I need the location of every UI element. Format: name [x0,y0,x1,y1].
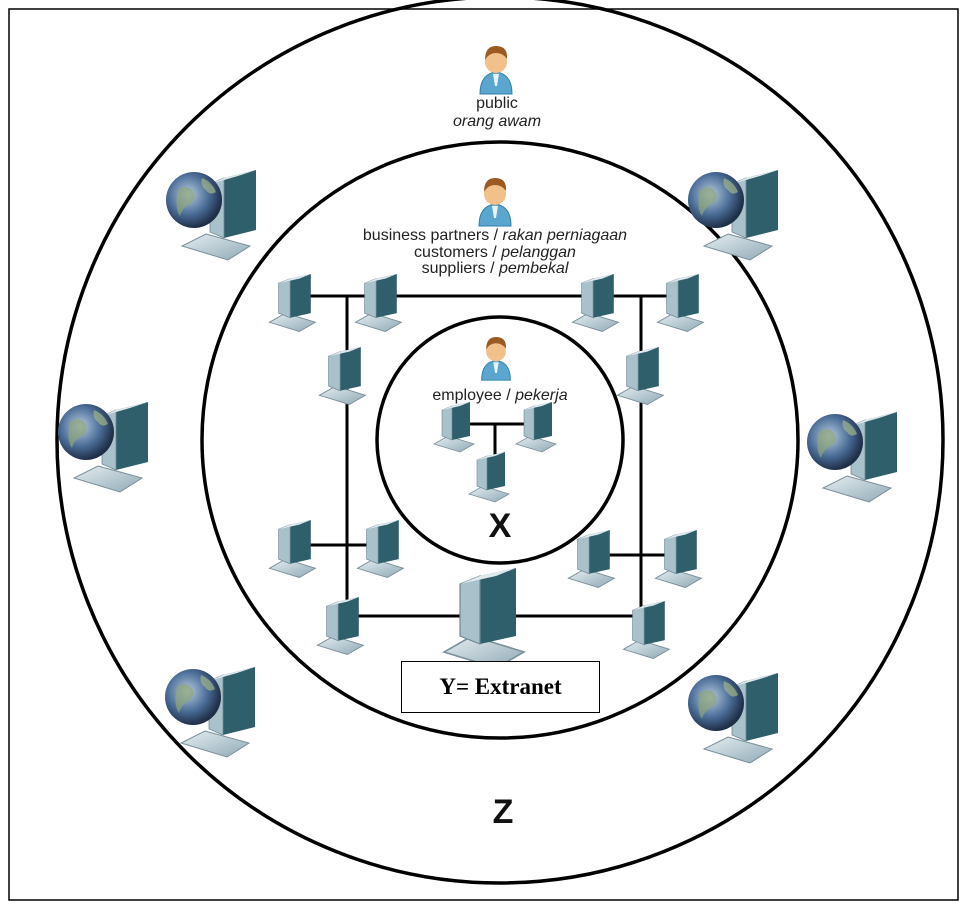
globe-computer-icon [806,411,898,503]
computer-icon [356,519,404,579]
partners-label-en: business partners / [363,227,503,244]
computer-icon [654,529,702,589]
globe-computer-icon [687,672,779,764]
computer-icon [316,596,364,656]
employee-label: employee / pekerja [432,387,567,404]
person-icon [481,336,511,381]
computer-icon [622,600,670,660]
customers-label: customers / pelanggan [414,244,576,261]
customers-label-malay: pelanggan [500,244,576,261]
suppliers-label-malay: pembekal [498,260,569,277]
zone-y-label: Y= Extranet [439,674,562,699]
suppliers-label-en: suppliers / [422,260,499,277]
computer-icon [656,273,704,333]
zone-x-label: X [489,507,512,545]
globe-computer-icon [57,401,149,493]
computer-icon [468,451,510,503]
computer-icon [354,273,402,333]
inner-ring-x [375,315,625,565]
customers-label-en: customers / [414,244,501,261]
computer-icon [433,401,475,453]
partners-label-malay: rakan perniagaan [503,227,628,244]
extranet-label-box: Y= Extranet [401,661,600,713]
person-icon [479,45,513,95]
middle-ring-y [200,140,800,740]
computer-icon [318,346,366,406]
computer-icon [443,567,525,669]
globe-computer-icon [165,169,257,261]
employee-label-en: employee / [432,387,515,404]
computer-icon [571,273,619,333]
person-icon [478,177,512,227]
partners-label: business partners / rakan perniagaan [363,227,627,244]
public-label: public [476,95,518,112]
zone-z-label: Z [493,793,514,831]
suppliers-label: suppliers / pembekal [422,260,569,277]
computer-icon [268,519,316,579]
computer-icon [515,401,557,453]
computer-icon [268,273,316,333]
outer-ring-z [55,0,945,885]
globe-computer-icon [687,169,779,261]
computer-icon [616,346,664,406]
frame-border [8,8,959,901]
public-label-malay: orang awam [453,113,541,130]
employee-label-malay: pekerja [514,387,568,404]
